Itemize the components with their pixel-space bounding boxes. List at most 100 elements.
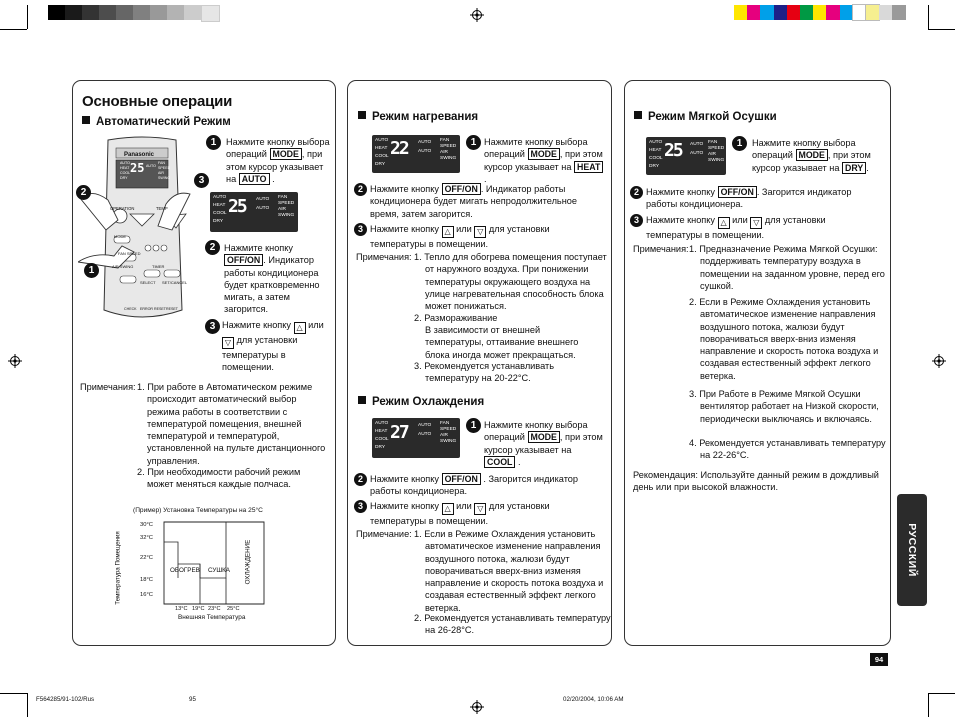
- step-number-1: 1: [466, 418, 481, 433]
- dry-step-1-text: Нажмите кнопку выбора операций MODE, при…: [752, 138, 871, 174]
- temp-down-icon: ▽: [222, 337, 234, 349]
- off-on-key: OFF/ON: [441, 473, 481, 485]
- crop-mark: [928, 693, 955, 694]
- remote-control-illustration: [78, 136, 191, 318]
- color-swatch: [786, 5, 800, 20]
- chart-y-label: Температура Помещения: [114, 531, 122, 605]
- cool-step-2-text: Нажмите кнопку OFF/ON . Загорится индика…: [370, 473, 579, 497]
- dry-recommendation: Рекомендация: Используйте данный режим в…: [633, 470, 879, 493]
- footer-date: 02/20/2004, 10:06 AM: [563, 696, 624, 703]
- auto-step-1-text: Нажмите кнопку выбора операций MODE, при…: [226, 137, 330, 185]
- section-heading-cool: Режим Охлаждения: [358, 396, 484, 408]
- gray-swatch: [65, 5, 82, 20]
- section-heading-auto: Автоматический Режим: [82, 116, 231, 128]
- dry-key: DRY: [842, 161, 867, 174]
- remote-label-check: CHECK: [124, 307, 137, 311]
- chart-region-heat: ОБОГРЕВ: [170, 567, 200, 574]
- gray-swatch: [82, 5, 99, 20]
- off-on-key: OFF/ON: [224, 254, 264, 267]
- heat-note-3: 3. Рекомендуется устанавливать температу…: [414, 361, 554, 384]
- section-heading-heat: Режим нагревания: [358, 111, 478, 123]
- remote-lcd: AUTO HEAT COOL DRY 25 AUTO FAN SPEED AIR…: [120, 161, 171, 180]
- page-number: 94: [870, 653, 888, 666]
- step-number-3: 3: [205, 319, 220, 334]
- registration-mark-icon: [8, 354, 22, 368]
- gray-swatch: [116, 5, 133, 20]
- crop-mark: [0, 29, 27, 30]
- temp-up-icon: △: [441, 226, 454, 238]
- color-swatch: [773, 5, 787, 20]
- gray-swatch: [167, 5, 184, 20]
- remote-label-timer: TIMER: [152, 264, 165, 269]
- step-number-2: 2: [205, 240, 220, 255]
- dry-note-1: 1. Предназначение Режима Мягкой Осушки: …: [689, 244, 885, 291]
- footer-page: 95: [189, 696, 196, 703]
- registration-mark-icon: [470, 8, 484, 22]
- mode-key: MODE: [527, 148, 560, 161]
- remote-brand: Panasonic: [124, 152, 155, 158]
- chart-region-cool: ОХЛАЖДЕНИЕ: [244, 539, 252, 585]
- step-number-1: 1: [466, 135, 481, 150]
- color-swatch: [839, 5, 853, 20]
- dry-step-2-text: Нажмите кнопку OFF/ON. Загорится индикат…: [646, 186, 852, 210]
- chart-xtick: 23°C: [208, 606, 221, 612]
- step-number-1: 1: [206, 135, 221, 150]
- chart-ytick: 18°C: [140, 577, 153, 583]
- step-marker-3: 3: [194, 173, 209, 188]
- cool-key: COOL: [484, 455, 516, 468]
- page-title: Основные операции: [82, 93, 233, 110]
- section-heading-dry: Режим Мягкой Осушки: [634, 111, 777, 123]
- chart-caption: (Пример) Установка Температуры на 25°C: [133, 507, 263, 514]
- temp-down-icon: ▽: [474, 503, 487, 515]
- color-swatch: [864, 4, 881, 21]
- heat-note-2-detail: В зависимости от внешней температуры, от…: [425, 325, 579, 360]
- cool-step-3-text: Нажмите кнопку △ или ▽ для установки тем…: [370, 501, 550, 526]
- cool-step-1-text: Нажмите кнопку выбора операций MODE, при…: [484, 420, 603, 468]
- off-on-key: OFF/ON: [717, 186, 757, 198]
- crop-mark: [27, 693, 28, 717]
- remote-label-select: SELECT: [140, 280, 156, 285]
- bullet-square-icon: [358, 396, 366, 404]
- step-marker-1: 1: [84, 263, 99, 278]
- temp-down-icon: ▽: [474, 226, 487, 238]
- cool-notes-label: Примечание:: [356, 529, 412, 539]
- heat-key: HEAT: [574, 160, 604, 173]
- heat-notes-label: Примечания:: [356, 252, 412, 262]
- remote-label-temp: TEMP: [156, 206, 168, 211]
- step-number-2: 2: [630, 186, 643, 199]
- chart-ytick: 30°C: [140, 522, 153, 528]
- middle-panel: [347, 80, 612, 646]
- heat-step-1-text: Нажмите кнопку выбора операций MODE, при…: [484, 137, 604, 184]
- auto-step-2-text: Нажмите кнопку OFF/ON. Индикатор работы …: [224, 243, 320, 315]
- step-number-1: 1: [732, 136, 747, 151]
- chart-xtick: 19°C: [192, 606, 205, 612]
- remote-label-reset: RESET: [166, 307, 178, 311]
- gray-swatch: [48, 5, 65, 20]
- color-swatch: [813, 5, 827, 20]
- off-on-key: OFF/ON: [441, 183, 481, 195]
- dry-lcd-display: AUTO HEAT COOL DRY 25 AUTO AUTO FAN SPEE…: [646, 137, 726, 175]
- crop-mark: [27, 5, 28, 29]
- crop-mark: [928, 693, 929, 717]
- chart-x-label: Внешняя Температура: [178, 614, 246, 621]
- chart-ytick: 22°C: [140, 555, 153, 561]
- step-number-2: 2: [354, 473, 367, 486]
- mode-key: MODE: [795, 149, 828, 162]
- remote-label-error: ERROR RESET: [140, 307, 166, 311]
- registration-mark-icon: [470, 700, 484, 714]
- crop-mark: [0, 693, 27, 694]
- color-swatch: [826, 5, 840, 20]
- color-swatch: [892, 5, 906, 20]
- gray-swatch: [133, 5, 150, 20]
- remote-label-mode: MODE: [114, 234, 126, 239]
- auto-note-1: 1. При работе в Автоматическом режиме пр…: [137, 382, 326, 466]
- step-number-3: 3: [354, 223, 367, 236]
- dry-note-3: 3. При Работе в Режиме Мягкой Осушки вен…: [689, 389, 879, 424]
- color-swatch: [879, 5, 893, 20]
- gray-swatch: [184, 5, 201, 20]
- dry-notes-label: Примечания:: [633, 244, 689, 254]
- heat-note-2: 2. Размораживание: [414, 313, 498, 323]
- auto-notes-label: Примечания:: [80, 382, 136, 392]
- step-number-3: 3: [354, 500, 367, 513]
- auto-lcd-display: AUTO HEAT COOL DRY 25 AUTO AUTO FAN SPEE…: [210, 192, 298, 232]
